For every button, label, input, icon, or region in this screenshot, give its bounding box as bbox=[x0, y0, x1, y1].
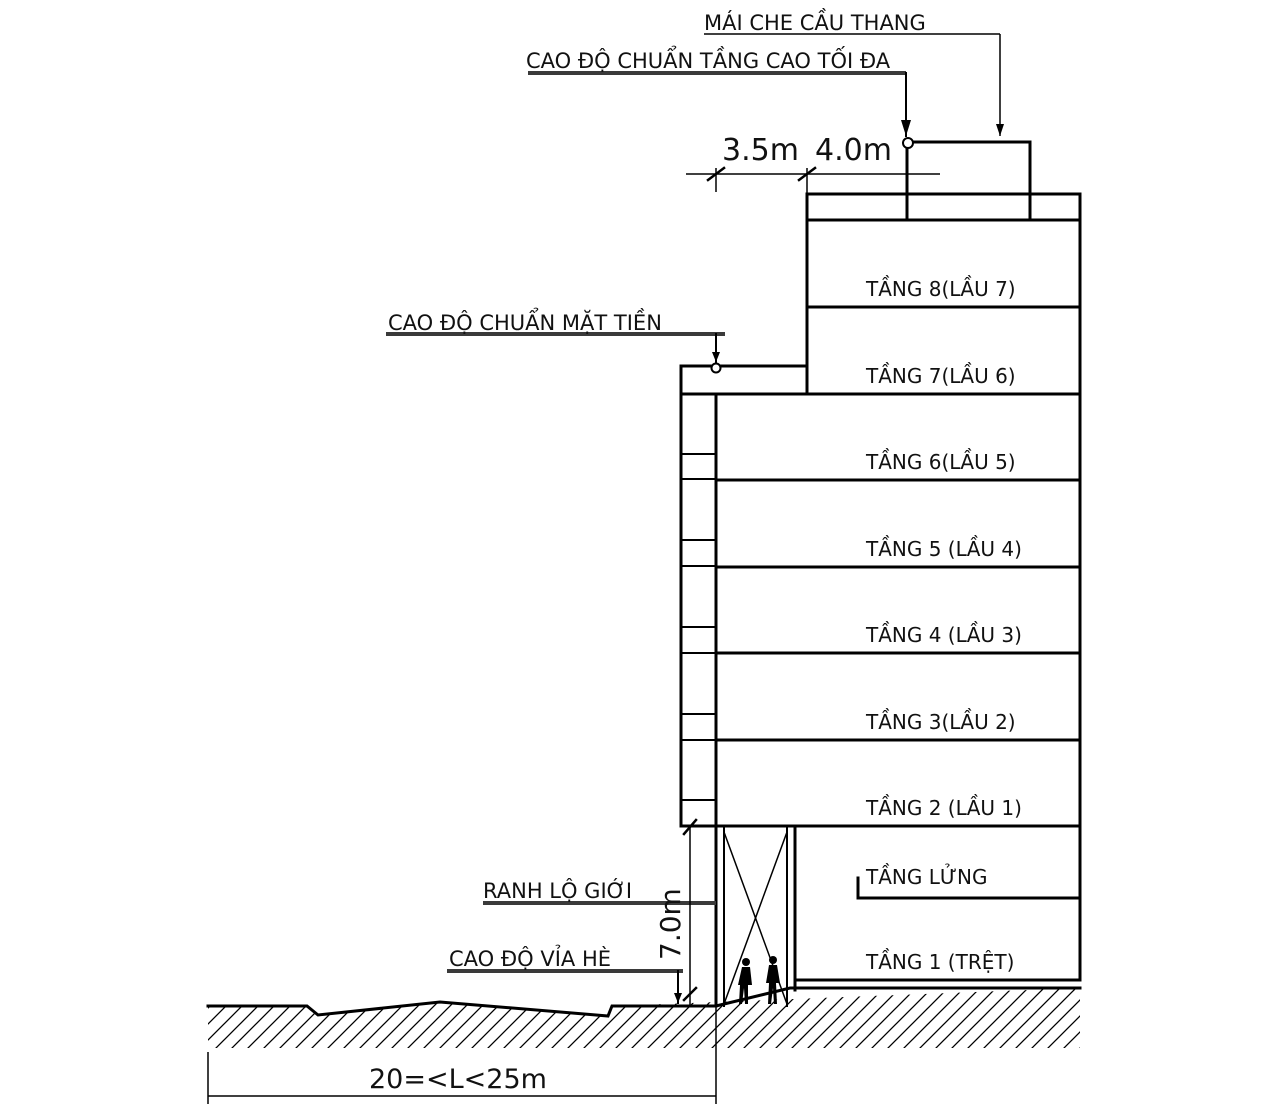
road-width-dimension bbox=[207, 1006, 717, 1104]
floor-labels: TẦNG 8(LẦU 7) TẦNG 7(LẦU 6) TẦNG 6(LẦU 5… bbox=[865, 276, 1022, 974]
max-height-datum-label: CAO ĐỘ CHUẨN TẦNG CAO TỐI ĐA bbox=[526, 45, 891, 73]
clearance-value: 7.0m bbox=[654, 888, 687, 960]
setback-2-value: 4.0m bbox=[815, 133, 892, 168]
facade-datum-label: CAO ĐỘ CHUẨN MẶT TIỀN bbox=[388, 308, 662, 335]
floor-lines bbox=[714, 305, 1082, 900]
stair-roof-leader bbox=[704, 33, 1004, 136]
floor-label: TẦNG 8(LẦU 7) bbox=[865, 276, 1016, 301]
road-width-value: 20=<L<25m bbox=[369, 1064, 547, 1095]
facade-balcony bbox=[679, 364, 809, 828]
sidewalk-level-leader bbox=[447, 969, 683, 1004]
floor-label: TẦNG 7(LẦU 6) bbox=[865, 363, 1016, 388]
setback-1-value: 3.5m bbox=[722, 133, 799, 168]
floor-label: TẦNG 5 (LẦU 4) bbox=[865, 536, 1022, 561]
floor-label: TẦNG 4 (LẦU 3) bbox=[865, 622, 1022, 647]
person-figure-icon bbox=[738, 956, 780, 1004]
arcade-columns bbox=[714, 824, 797, 1008]
floor-label: TẦNG 6(LẦU 5) bbox=[865, 449, 1016, 474]
sidewalk-level-label: CAO ĐỘ VỈA HÈ bbox=[449, 945, 611, 971]
clearance-dimension bbox=[682, 818, 698, 1006]
setback-dimension bbox=[686, 142, 940, 194]
building-outline bbox=[714, 140, 1082, 982]
boundary-line-label: RANH LỘ GIỚI bbox=[483, 878, 632, 903]
floor-label: TẦNG 1 (TRỆT) bbox=[865, 949, 1014, 974]
floor-label: TẦNG 2 (LẦU 1) bbox=[865, 795, 1022, 820]
ground bbox=[206, 986, 1082, 1048]
max-height-leader bbox=[528, 71, 914, 149]
floor-label: TẦNG LỬNG bbox=[865, 864, 987, 889]
floor-label: TẦNG 3(LẦU 2) bbox=[865, 709, 1016, 734]
facade-datum-leader bbox=[386, 332, 725, 374]
stair-roof-label: MÁI CHE CẦU THANG bbox=[704, 8, 926, 35]
